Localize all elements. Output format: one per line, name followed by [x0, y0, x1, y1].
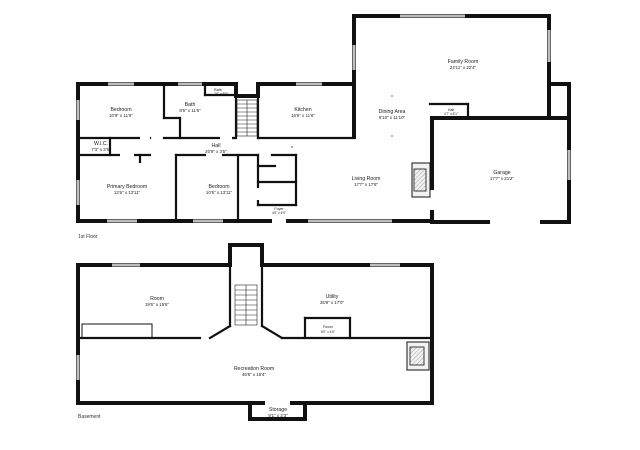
hall-small-dims: 4'7" x 8'1"	[444, 112, 458, 116]
hall-small-name: Hall	[448, 108, 454, 112]
hall-dims: 20'9" x 3'5"	[205, 149, 227, 154]
bedroom-a-name: Bedroom	[110, 107, 131, 113]
basement-exterior-walls	[76, 243, 434, 421]
storage-dims: 9'1" x 3'3"	[268, 413, 288, 418]
foyer-dims: 4'0" x 6'0"	[272, 211, 286, 215]
primary-bedroom-name: Primary Bedroom	[107, 184, 147, 190]
first-floor-label: 1st Floor	[78, 234, 98, 240]
family-room-dims: 24'11" x 22'4"	[450, 65, 477, 70]
kitchen-name: Kitchen	[294, 107, 311, 113]
basement-label: Basement	[78, 414, 101, 420]
basement-interior-walls	[76, 263, 434, 340]
dining-area-dims: 9'10" x 11'10"	[379, 115, 406, 120]
bath-b-dims: 7'0" x 5'6"	[214, 92, 228, 96]
family-room-name: Family Room	[448, 59, 479, 65]
first-floor-door-openings	[120, 124, 540, 225]
utility-dims: 25'9" x 17'0"	[320, 300, 345, 305]
basement-room-small-name: Room	[323, 325, 333, 329]
basement-fireplace	[406, 341, 430, 371]
foyer-name: Foyer	[274, 207, 284, 211]
primary-bedroom-dims: 12'6" x 13'11"	[114, 190, 141, 195]
first-floor-interior-walls	[76, 82, 571, 223]
first-floor-windows	[76, 14, 571, 223]
basement-room-small-dims: 8'0" x 4'6"	[321, 330, 335, 334]
wic-dims: 7'3" x 3'5"	[91, 147, 111, 152]
garage-name: Garage	[493, 170, 510, 176]
first-floor-plan: Family Room 24'11" x 22'4" Bedroom 10'9"…	[76, 14, 571, 240]
living-room-name: Living Room	[352, 176, 381, 182]
first-floor-stairs	[236, 99, 258, 137]
utility-name: Utility	[326, 294, 339, 300]
basement-room-name: Room	[150, 296, 164, 302]
hall-name: Hall	[212, 143, 221, 149]
dining-area-name: Dining Area	[379, 109, 406, 115]
storage-name: Storage	[269, 407, 287, 413]
bath-a-dims: 8'6" x 11'6"	[179, 108, 201, 113]
first-floor-exterior-walls	[76, 14, 571, 224]
bedroom-a-dims: 10'9" x 11'6"	[109, 113, 133, 118]
bedroom-b-dims: 10'6" x 13'11"	[206, 190, 233, 195]
basement-room-dims: 19'6" x 15'6"	[145, 302, 170, 307]
bath-a-name: Bath	[185, 102, 196, 108]
wic-name: W.I.C.	[94, 141, 108, 147]
bath-b-name: Bath	[214, 88, 221, 92]
recreation-room-dims: 45'8" x 16'4"	[242, 372, 267, 377]
first-floor-fireplace	[411, 162, 431, 198]
basement-plan: Room 19'6" x 15'6" Utility 25'9" x 17'0"…	[76, 243, 434, 421]
basement-stairs	[234, 284, 258, 326]
living-room-dims: 17'7" x 17'8"	[354, 182, 379, 187]
bedroom-b-name: Bedroom	[208, 184, 229, 190]
basement-windows	[76, 263, 400, 380]
kitchen-dims: 16'6" x 11'6"	[291, 113, 315, 118]
garage-dims: 17'7" x 21'2"	[490, 176, 515, 181]
recreation-room-name: Recreation Room	[234, 366, 274, 372]
